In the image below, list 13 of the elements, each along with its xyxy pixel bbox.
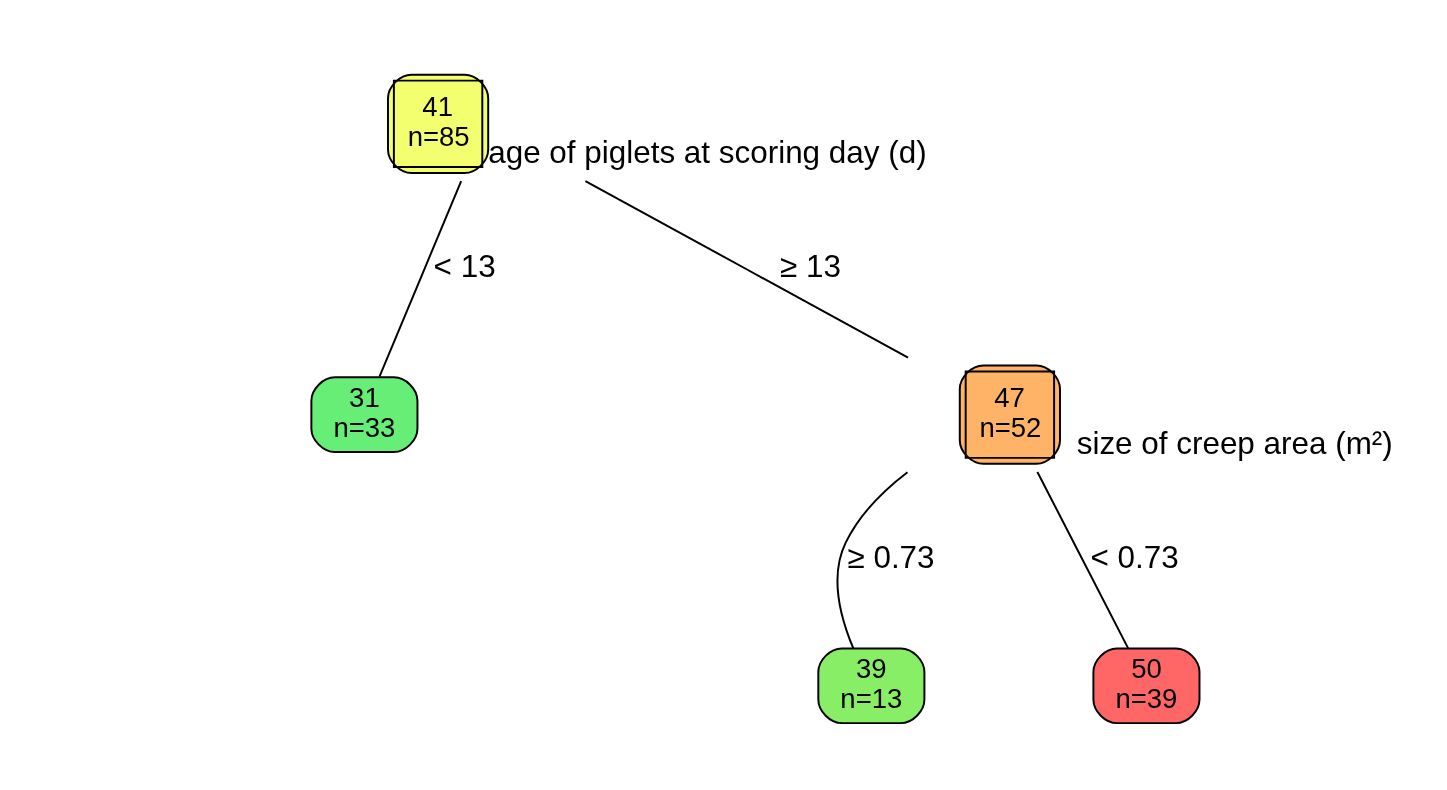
node-box: 31 n=33 xyxy=(310,376,419,453)
node-box: 39 n=13 xyxy=(817,647,926,725)
edge-label: ≥ 0.73 xyxy=(847,539,935,575)
connector xyxy=(378,180,463,378)
node-label: size of creep area (m²) xyxy=(1076,425,1393,461)
connector xyxy=(1036,471,1130,650)
edge-label: ≥ 13 xyxy=(779,248,841,284)
edge-label: < 0.73 xyxy=(1090,539,1179,575)
connector xyxy=(836,471,909,650)
edge-label: < 13 xyxy=(433,248,496,284)
node-label: age of piglets at scoring day (d) xyxy=(488,134,927,170)
node-box: 50 n=39 xyxy=(1092,647,1201,725)
connector xyxy=(584,180,910,359)
